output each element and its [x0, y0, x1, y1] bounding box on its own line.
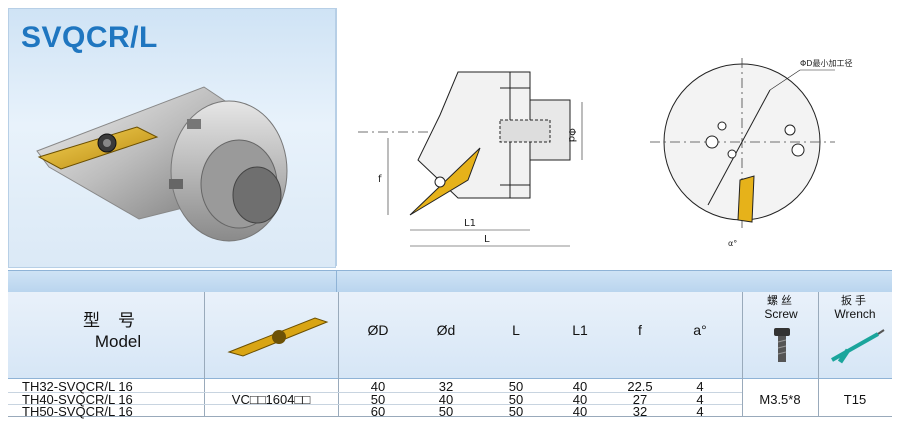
cell-L: 50: [508, 392, 524, 407]
col-border-4: [818, 292, 819, 416]
cell-D: 40: [370, 379, 386, 394]
wrench-icon: [831, 329, 885, 364]
cell-screw: M3.5*8: [759, 392, 801, 407]
cell-wrench: T15: [843, 392, 867, 407]
row-border-2: [8, 404, 742, 405]
cell-angle: 4: [696, 404, 704, 419]
header-screw-cn: 螺丝: [767, 295, 795, 307]
table-top-band: [8, 270, 892, 293]
dim-l-label: L: [484, 234, 490, 245]
col-border-2: [338, 292, 339, 416]
table-header: [8, 292, 892, 379]
front-view-drawing: ΦD最小加工径 α°: [650, 58, 852, 248]
screw-icon: [774, 328, 790, 362]
min-bore-note: ΦD最小加工径: [800, 58, 852, 68]
header-angle: a°: [693, 322, 707, 338]
spec-table: 型号 Model ØD Ød L L1 f a° 螺丝 Screw 扳手 Wre…: [8, 270, 892, 419]
cell-D: 50: [370, 392, 386, 407]
dim-f-label: f: [378, 174, 382, 185]
cell-L: 50: [508, 379, 524, 394]
panel-divider: [336, 8, 337, 266]
cell-insert: VC□□1604□□: [231, 392, 311, 407]
product-title: SVQCR/L: [21, 21, 158, 54]
cell-f: 32: [632, 404, 648, 419]
dim-d-label: Φd: [566, 128, 577, 142]
cell-L1: 40: [572, 392, 588, 407]
header-model-cn: 型号: [83, 311, 153, 330]
header-screw-en: Screw: [764, 307, 798, 321]
cell-f: 27: [632, 392, 648, 407]
table-row: TH40-SVQCR/L 16 VC□□1604□□ 50 40 50 40 2…: [8, 392, 892, 407]
cell-L1: 40: [572, 404, 588, 419]
side-view-drawing: f L1 L Φd: [358, 71, 583, 247]
header-d: Ød: [436, 322, 456, 338]
cell-L1: 40: [572, 379, 588, 394]
cell-angle: 4: [696, 392, 704, 407]
product-photo-panel: SVQCR/L: [8, 8, 336, 268]
col-border-3: [742, 292, 743, 416]
header-D: ØD: [367, 322, 389, 338]
header-model-en: Model: [94, 332, 142, 351]
cell-model: TH50-SVQCR/L 16: [22, 404, 133, 419]
col-border-1: [204, 292, 205, 416]
cell-angle: 4: [696, 379, 704, 394]
header-wrench-en: Wrench: [834, 307, 876, 321]
cell-D: 60: [370, 404, 386, 419]
row-border-1: [8, 392, 742, 393]
insert-icon: [227, 317, 329, 357]
cell-d: 32: [438, 379, 454, 394]
table-bottom: [8, 416, 892, 417]
cell-L: 50: [508, 404, 524, 419]
cell-d: 50: [438, 404, 454, 419]
header-L1: L1: [572, 322, 588, 338]
tool-holder-photo: [36, 86, 288, 242]
angle-label: α°: [728, 239, 737, 248]
dim-l1-label: L1: [464, 218, 476, 229]
header-wrench-cn: 扳手: [841, 295, 869, 307]
cell-model: TH32-SVQCR/L 16: [22, 379, 133, 394]
table-row: TH32-SVQCR/L 16 40 32 50 40 22.5 4: [8, 379, 892, 394]
header-f: f: [638, 322, 642, 338]
cell-d: 40: [438, 392, 454, 407]
table-row: TH50-SVQCR/L 16 60 50 50 40 32 4: [8, 404, 892, 419]
header-L: L: [512, 322, 520, 338]
table-band-separator: [336, 270, 337, 292]
cell-model: TH40-SVQCR/L 16: [22, 392, 133, 407]
cell-f: 22.5: [627, 379, 653, 394]
